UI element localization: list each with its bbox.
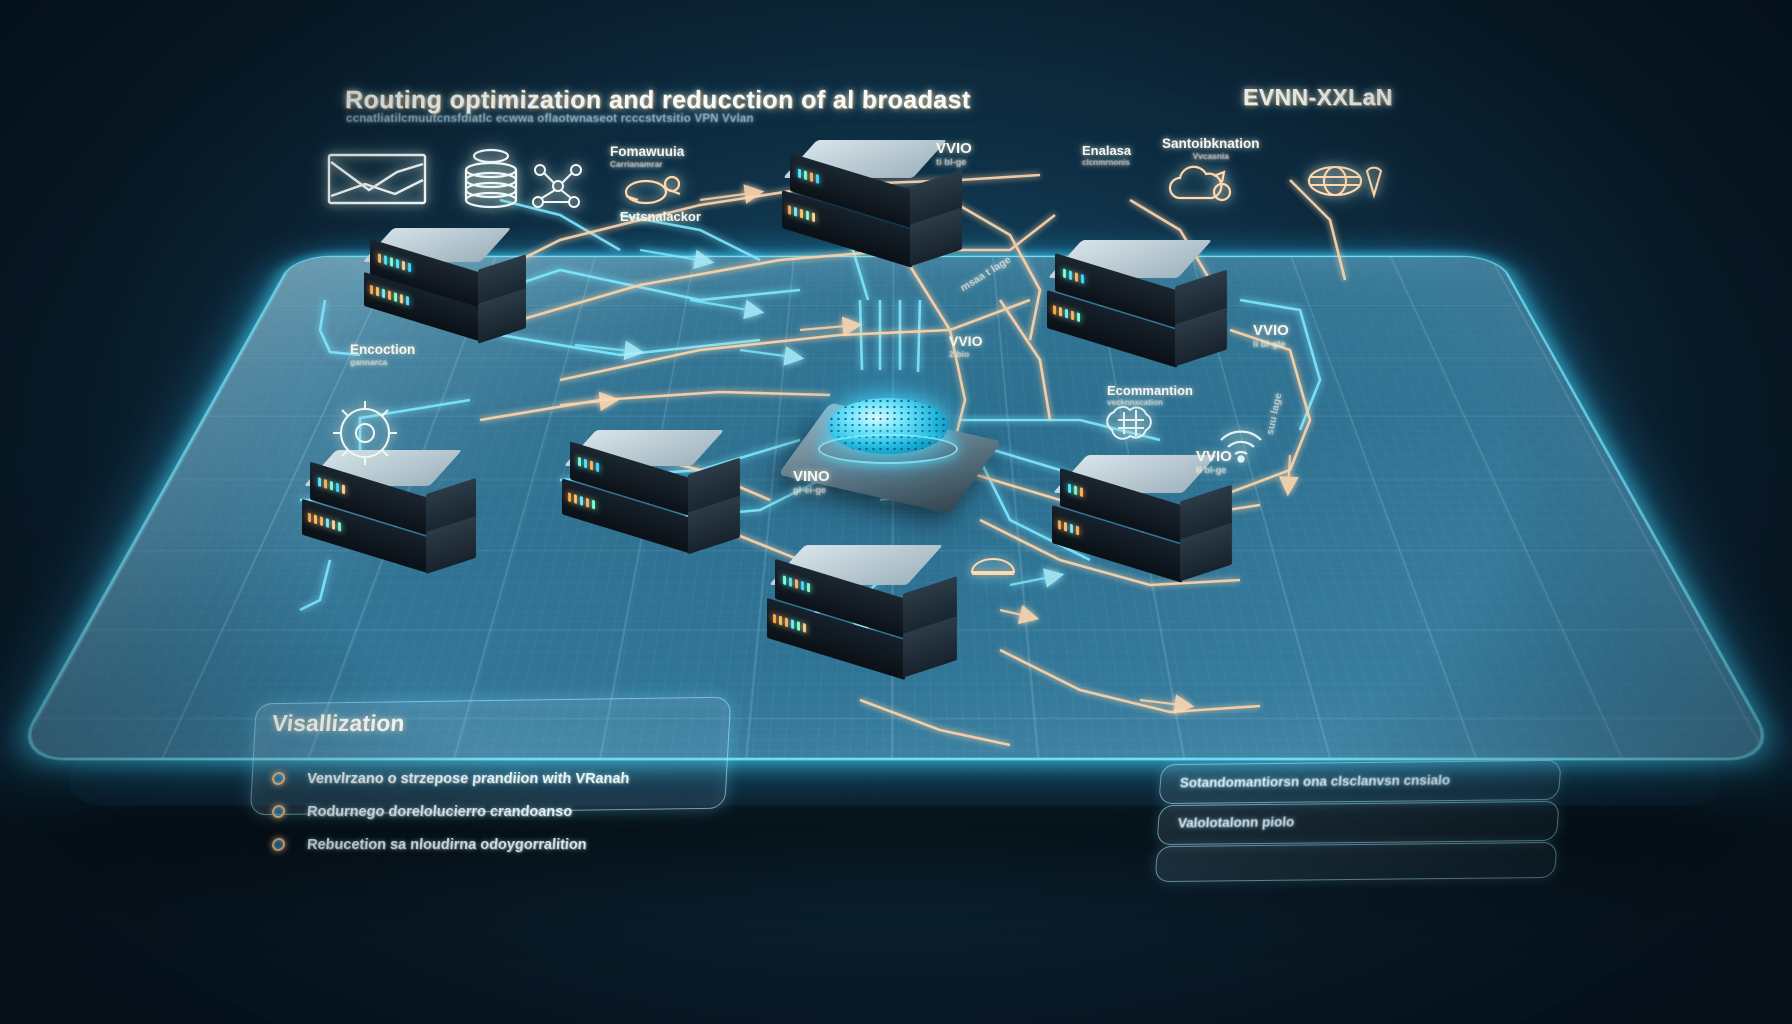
connection-lines-layer [299,173,1347,747]
